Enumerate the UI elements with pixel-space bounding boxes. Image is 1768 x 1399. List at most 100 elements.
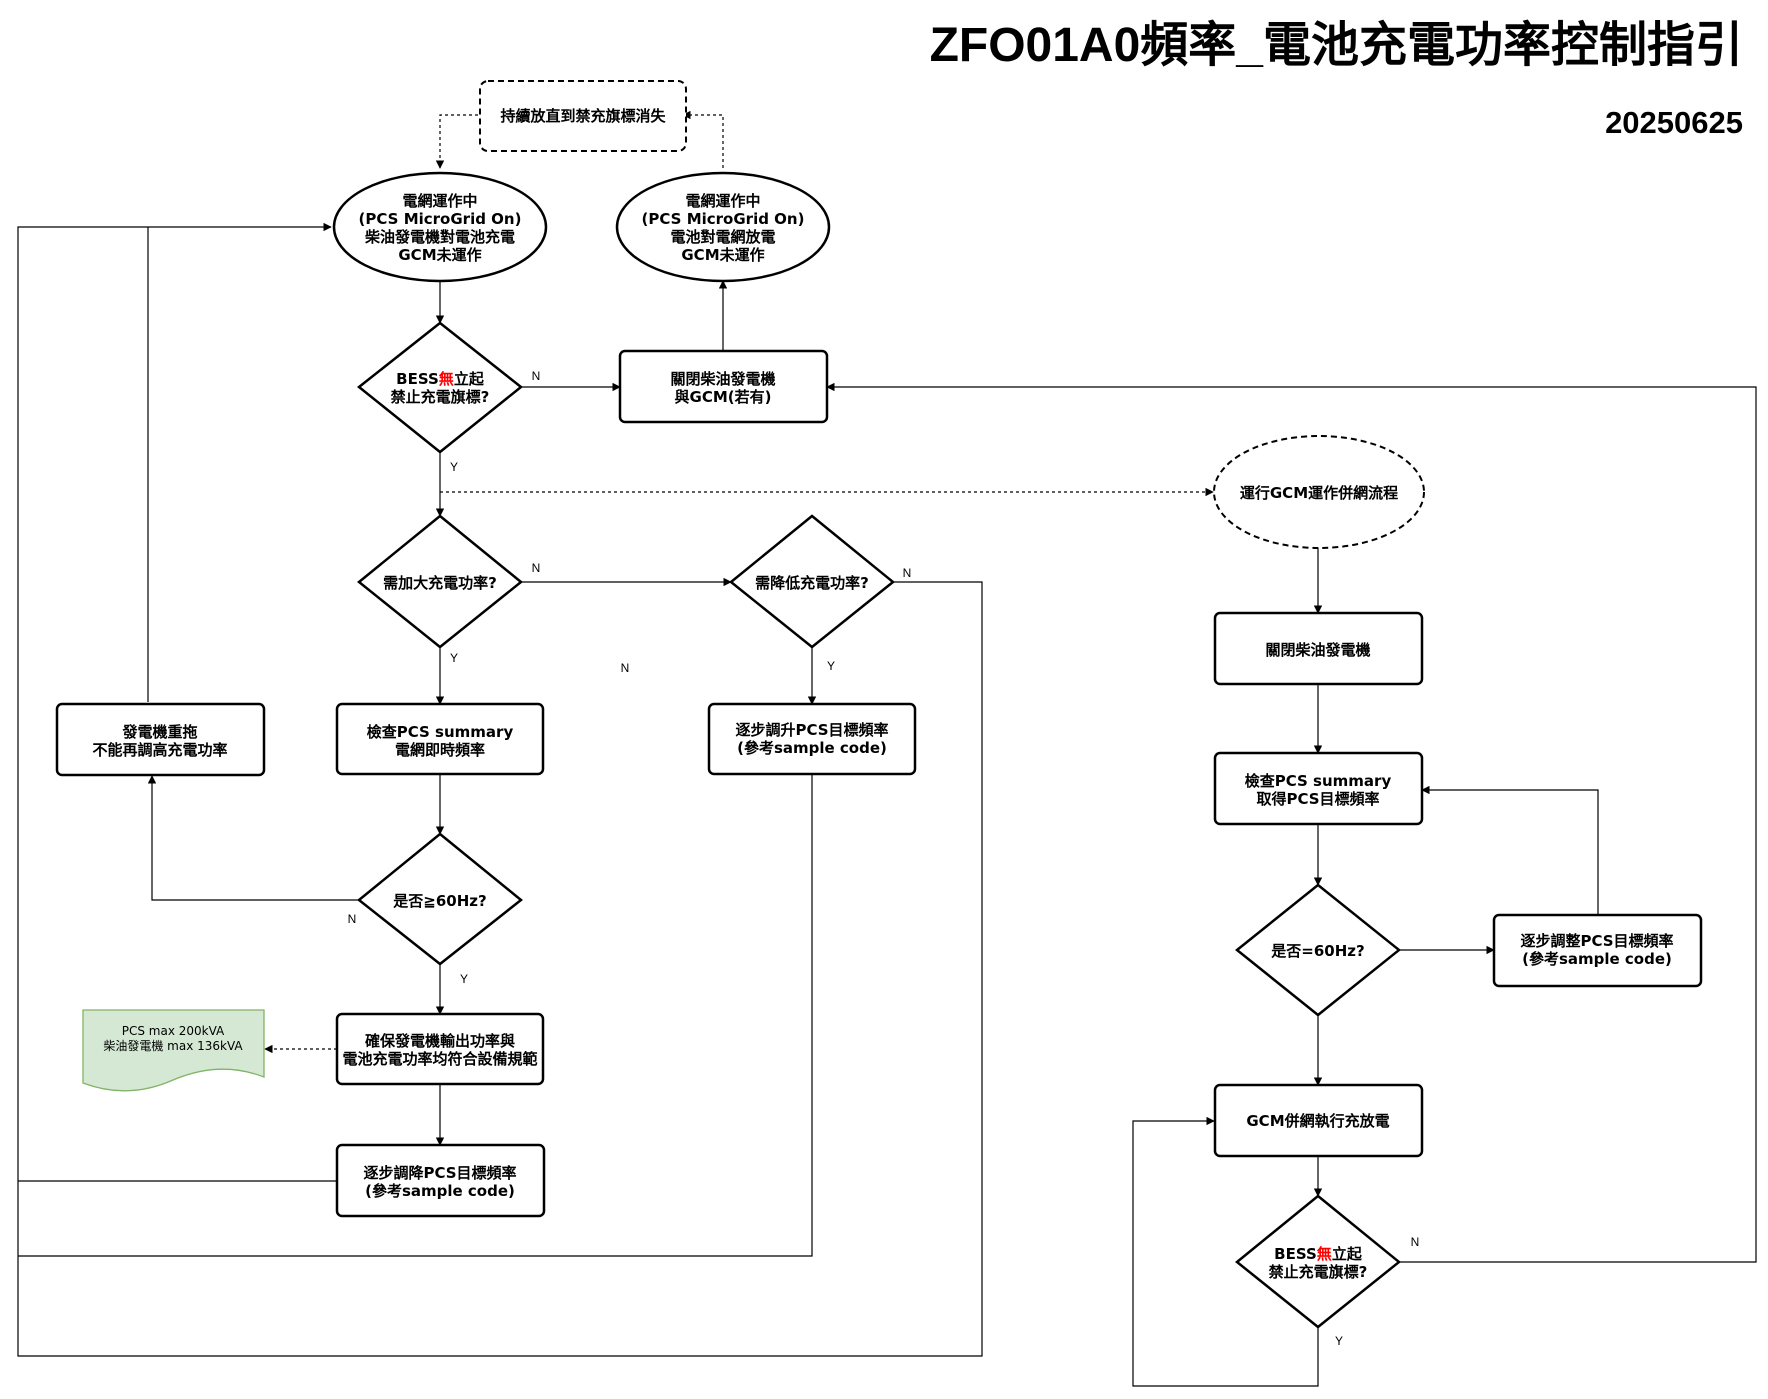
- label-yes-freqcheck: Y: [460, 972, 468, 986]
- node-gcm-grid-process: 運行GCM運作併網流程: [1213, 435, 1425, 549]
- node-grid-charging-shape: [332, 171, 548, 283]
- label-yes-flagcheck: Y: [450, 460, 458, 474]
- node-grid-discharging-shape: [615, 171, 831, 283]
- node-check-summary-target: 檢查PCS summary 取得PCS目標頻率: [1213, 751, 1424, 826]
- node-shutdown-genset-gcm-shape: [618, 349, 829, 424]
- node-genset-overload-shape: [55, 702, 266, 777]
- node-gcm-grid-process-shape: [1213, 435, 1425, 549]
- node-check-summary-freq-line-2: 電網即時頻率: [395, 741, 485, 759]
- node-gcm-execute-shape: [1213, 1083, 1424, 1158]
- node-grid-charging-line-4: GCM未運作: [398, 246, 481, 264]
- node-bess-flag-check-2-line-1: BESS無立起: [1274, 1245, 1363, 1263]
- label-no-flagcheck2: N: [1411, 1235, 1420, 1249]
- node-grid-charging-line-3: 柴油發電機對電池充電: [364, 228, 515, 246]
- node-adjust-target-freq-shape: [1492, 913, 1703, 988]
- node-check-summary-freq-shape: [335, 702, 545, 776]
- label-yes-decrease: Y: [827, 659, 835, 673]
- node-continue-discharge-shape: [479, 80, 687, 152]
- edge-labels: N Y N Y N N Y N Y N Y: [348, 369, 1420, 1348]
- node-freq-eq-60: 是否=60Hz?: [1235, 883, 1401, 1017]
- node-increase-charge-line-1: 需加大充電功率?: [383, 574, 497, 592]
- node-bess-flag-check-1-line-1: BESS無立起: [396, 370, 485, 388]
- node-adjust-target-freq-line-1: 逐步調整PCS目標頻率: [1520, 932, 1673, 950]
- node-ensure-power-spec: 確保發電機輸出功率與 電池充電功率均符合設備規範: [335, 1012, 545, 1086]
- label-no-flagcheck: N: [532, 369, 541, 383]
- edges: [17, 110, 1757, 1387]
- diagram-title: ZFO01A0頻率_電池充電功率控制指引: [929, 19, 1743, 72]
- node-ensure-power-spec-line-2: 電池充電功率均符合設備規範: [342, 1050, 537, 1068]
- node-freq-eq-60-line-1: 是否=60Hz?: [1270, 942, 1364, 960]
- node-lower-target-freq: 逐步調降PCS目標頻率 (參考sample code): [335, 1143, 546, 1218]
- label-no-freqcheck: N: [348, 912, 357, 926]
- node-bess-flag-check-1-line-2: 禁止充電旗標?: [391, 388, 490, 406]
- node-grid-discharging: 電網運作中 (PCS MicroGrid On) 電池對電網放電 GCM未運作: [615, 171, 831, 283]
- node-raise-target-freq-line-2: (參考sample code): [737, 739, 887, 757]
- edge-raise-loop: [18, 774, 813, 1257]
- node-check-summary-freq: 檢查PCS summary 電網即時頻率: [335, 702, 545, 776]
- node-shutdown-genset-gcm-line-1: 關閉柴油發電機: [670, 370, 775, 388]
- node-raise-target-freq-shape: [707, 702, 917, 776]
- label-yes-increase: Y: [450, 651, 458, 665]
- node-genset-overload-line-1: 發電機重拖: [121, 723, 197, 741]
- label-yes-flagcheck2: Y: [1335, 1334, 1343, 1348]
- node-bess-flag-check-1: BESS無立起 禁止充電旗標?: [356, 321, 524, 454]
- node-freq-ge-60-line-1: 是否≧60Hz?: [392, 892, 486, 910]
- node-decrease-charge-shape: [729, 514, 895, 649]
- node-grid-charging: 電網運作中 (PCS MicroGrid On) 柴油發電機對電池充電 GCM未…: [332, 171, 548, 283]
- node-check-summary-target-line-2: 取得PCS目標頻率: [1256, 790, 1379, 808]
- node-shutdown-genset-gcm-line-2: 與GCM(若有): [675, 388, 772, 406]
- node-grid-discharging-line-1: 電網運作中: [685, 192, 760, 210]
- node-ensure-power-spec-line-1: 確保發電機輸出功率與: [364, 1032, 515, 1050]
- node-spec-note-line-2: 柴油發電機 max 136kVA: [103, 1038, 243, 1053]
- node-grid-discharging-line-2: (PCS MicroGrid On): [642, 210, 805, 228]
- node-shutdown-genset-line-1: 關閉柴油發電機: [1265, 641, 1370, 659]
- node-grid-discharging-line-4: GCM未運作: [681, 246, 764, 264]
- node-raise-target-freq-line-1: 逐步調升PCS目標頻率: [735, 721, 888, 739]
- node-freq-eq-60-shape: [1235, 883, 1401, 1017]
- node-spec-note-line-1: PCS max 200kVA: [122, 1024, 225, 1038]
- node-spec-note: PCS max 200kVA 柴油發電機 max 136kVA: [82, 1009, 265, 1092]
- node-adjust-target-freq-line-2: (參考sample code): [1522, 950, 1672, 968]
- edge-freqcheck-no: [147, 775, 359, 901]
- node-freq-ge-60-shape: [357, 832, 523, 966]
- node-adjust-target-freq: 逐步調整PCS目標頻率 (參考sample code): [1492, 913, 1703, 988]
- node-spec-note-shape: [82, 1009, 265, 1092]
- node-lower-target-freq-line-2: (參考sample code): [365, 1182, 515, 1200]
- node-gcm-execute: GCM併網執行充放電: [1213, 1083, 1424, 1158]
- node-shutdown-genset-shape: [1213, 611, 1424, 686]
- node-grid-charging-line-2: (PCS MicroGrid On): [359, 210, 522, 228]
- node-increase-charge-shape: [357, 514, 523, 649]
- node-bess-flag-check-1-shape: [356, 321, 524, 454]
- diagram-date: 20250625: [1605, 105, 1743, 140]
- label-no-decrease: N: [903, 566, 912, 580]
- node-check-summary-freq-line-1: 檢查PCS summary: [367, 723, 514, 741]
- node-bess-flag-check-2-shape: [1235, 1194, 1401, 1329]
- node-increase-charge: 需加大充電功率?: [357, 514, 523, 649]
- node-grid-charging-line-1: 電網運作中: [402, 192, 477, 210]
- node-ensure-power-spec-shape: [335, 1012, 545, 1086]
- node-genset-overload: 發電機重拖 不能再調高充電功率: [55, 702, 266, 777]
- node-gcm-execute-line-1: GCM併網執行充放電: [1246, 1112, 1389, 1130]
- edge-flagcheck2-no: [826, 382, 1757, 1263]
- node-check-summary-target-shape: [1213, 751, 1424, 826]
- node-continue-discharge-line-1: 持續放直到禁充旗標消失: [500, 107, 666, 125]
- node-bess-flag-check-2: BESS無立起 禁止充電旗標?: [1235, 1194, 1401, 1329]
- node-bess-flag-check-2-line-2: 禁止充電旗標?: [1269, 1263, 1368, 1281]
- edge-adjust-loop: [1421, 785, 1599, 915]
- node-check-summary-target-line-1: 檢查PCS summary: [1245, 772, 1392, 790]
- node-decrease-charge: 需降低充電功率?: [729, 514, 895, 649]
- node-gcm-grid-process-line-1: 運行GCM運作併網流程: [1240, 484, 1398, 502]
- node-grid-discharging-line-3: 電池對電網放電: [670, 228, 775, 246]
- node-decrease-charge-line-1: 需降低充電功率?: [755, 574, 869, 592]
- edge-flagcheck2-yes: [1132, 1116, 1319, 1387]
- node-continue-discharge: 持續放直到禁充旗標消失: [479, 80, 687, 152]
- node-shutdown-genset-gcm: 關閉柴油發電機 與GCM(若有): [618, 349, 829, 424]
- node-raise-target-freq: 逐步調升PCS目標頻率 (參考sample code): [707, 702, 917, 776]
- label-no-increase: N: [532, 561, 541, 575]
- edge-discharge-to-continue: [682, 110, 724, 168]
- label-no-middle: N: [621, 661, 630, 675]
- edge-continue-to-charging: [435, 114, 478, 169]
- node-lower-target-freq-line-1: 逐步調降PCS目標頻率: [363, 1164, 516, 1182]
- node-shutdown-genset: 關閉柴油發電機: [1213, 611, 1424, 686]
